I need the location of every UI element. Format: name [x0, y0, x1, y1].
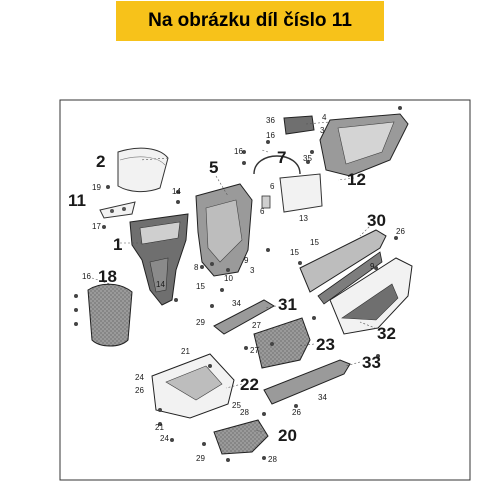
label-19: 19: [92, 183, 101, 192]
label-34: 34: [232, 299, 241, 308]
label-35: 35: [303, 154, 312, 163]
label-16: 16: [266, 131, 275, 140]
label-25: 25: [232, 401, 241, 410]
label-3: 3: [320, 126, 325, 135]
diagram-frame: [59, 99, 471, 481]
label-6b: 6: [260, 207, 265, 216]
part-12-rear-tray: [319, 113, 409, 177]
part-36-cover: [283, 115, 315, 135]
callout-5: 5: [209, 158, 218, 177]
part-13-plate: [279, 173, 323, 213]
label-26b: 26: [135, 386, 144, 395]
label-26c: 26: [292, 408, 301, 417]
callout-32: 32: [377, 324, 396, 343]
label-14: 14: [172, 187, 181, 196]
callout-31: 31: [278, 295, 297, 314]
label-10: 10: [224, 274, 233, 283]
label-24: 24: [135, 373, 144, 382]
label-15b: 15: [196, 282, 205, 291]
screw-dots: [74, 106, 402, 462]
label-9: 9: [370, 262, 375, 271]
part-32-side-cover: [329, 257, 413, 335]
callout-12: 12: [347, 170, 366, 189]
label-29b: 29: [196, 454, 205, 463]
part-30-side-rail: [299, 229, 387, 305]
part-20-under-cover: [213, 419, 269, 455]
label-17: 17: [92, 222, 101, 231]
banner-title: Na obrázku díl číslo 11: [148, 10, 352, 31]
label-4: 4: [322, 113, 327, 122]
label-16c: 16: [82, 272, 91, 281]
label-29: 29: [196, 318, 205, 327]
label-13: 13: [299, 214, 308, 223]
part-7-loop: [253, 155, 301, 175]
part-6-clip: [261, 195, 271, 209]
callout-18: 18: [98, 267, 117, 286]
callout-23: 23: [316, 335, 335, 354]
callout-7: 7: [277, 148, 286, 167]
callout-33: 33: [362, 353, 381, 372]
callout-20: 20: [278, 426, 297, 445]
label-15c: 15: [290, 248, 299, 257]
callout-11: 11: [68, 191, 86, 210]
label-8: 8: [194, 263, 199, 272]
part-5-inner-body: [195, 183, 253, 277]
label-14b: 14: [156, 280, 165, 289]
part-18-leg-shield: [87, 283, 133, 347]
label-3b: 3: [250, 266, 255, 275]
label-28: 28: [240, 408, 249, 417]
callout-1: 1: [113, 235, 122, 254]
part-22-floorboard: [151, 353, 235, 419]
label-27: 27: [252, 321, 261, 330]
part-2-windscreen: [117, 147, 169, 193]
label-34b: 34: [318, 393, 327, 402]
part-31-strip: [213, 299, 275, 335]
label-15: 15: [310, 238, 319, 247]
label-27b: 27: [250, 346, 259, 355]
label-28b: 28: [268, 455, 277, 464]
label-21: 21: [181, 347, 190, 356]
part-11-bracket: [99, 201, 136, 219]
part-23-floor-mat: [253, 317, 311, 369]
callout-22: 22: [240, 375, 259, 394]
label-16b: 16: [234, 147, 243, 156]
label-21b: 21: [155, 423, 164, 432]
callout-30: 30: [367, 211, 386, 230]
label-36: 36: [266, 116, 275, 125]
part-33-side-skirt: [263, 359, 351, 405]
label-6: 6: [270, 182, 275, 191]
label-24b: 24: [160, 434, 169, 443]
label-26: 26: [396, 227, 405, 236]
leader-lines: [91, 121, 381, 433]
label-9b: 9: [244, 256, 249, 265]
callout-2: 2: [96, 152, 105, 171]
part-1-front-panel: [129, 213, 189, 306]
title-banner: Na obrázku díl číslo 11: [116, 1, 384, 41]
